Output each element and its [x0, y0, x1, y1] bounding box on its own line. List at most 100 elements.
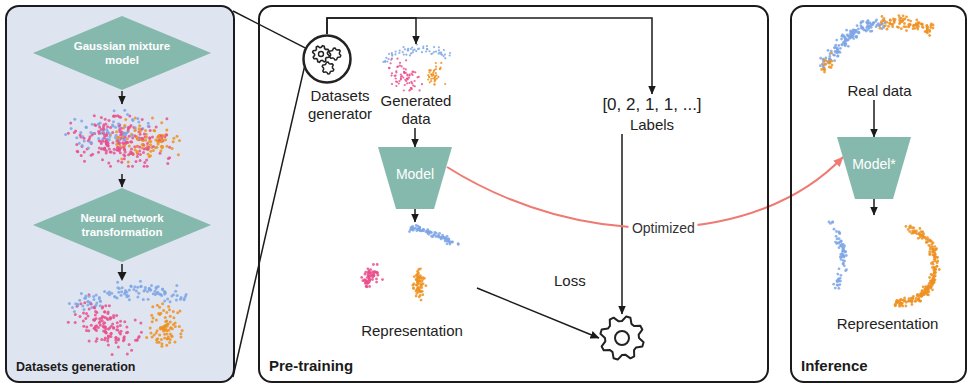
scatter-dot [931, 251, 934, 254]
scatter-dot [67, 132, 70, 135]
scatter-dot [433, 233, 436, 236]
scatter-dot [134, 126, 137, 129]
scatter-dot [136, 117, 139, 120]
scatter-dot [147, 125, 150, 128]
scatter-dot [395, 77, 397, 79]
scatter-dot [162, 134, 165, 137]
scatter-dot [911, 298, 914, 301]
scatter-dot [372, 263, 375, 266]
scatter-dot [825, 57, 828, 60]
scatter-dot [409, 74, 411, 76]
figure-node: Real data [817, 10, 942, 100]
scatter-dot [169, 300, 172, 303]
scatter-dot [98, 317, 101, 320]
scatter-dot [845, 29, 848, 32]
gear [329, 48, 341, 60]
scatter-dot [889, 19, 892, 22]
scatter-dot [137, 292, 140, 295]
scatter-dot [184, 295, 187, 298]
scatter-dot [123, 124, 126, 127]
scatter-dot [909, 23, 912, 26]
scatter-dot [90, 141, 93, 144]
scatter-dot [401, 75, 403, 77]
connector [233, 11, 306, 48]
scatter-dot [102, 125, 105, 128]
scatter-dot [835, 230, 838, 233]
scatter-dot [155, 331, 158, 334]
scatter-dot [903, 22, 906, 25]
scatter-dot [131, 137, 134, 140]
scatter-dot [840, 38, 843, 41]
scatter-dot [99, 121, 102, 124]
scatter-dot [833, 228, 836, 231]
scatter-dot [96, 337, 99, 340]
scatter-dot [157, 312, 160, 315]
scatter-dot [138, 127, 141, 130]
scatter-dot [425, 50, 427, 52]
scatter-dot [160, 145, 163, 148]
scatter-dot [124, 291, 127, 294]
scatter-dot [413, 275, 416, 278]
scatter-dot [101, 305, 104, 308]
scatter-dot [418, 226, 421, 229]
scatter-dot [930, 23, 933, 26]
scatter-dot [117, 337, 120, 340]
scatter-dot [414, 85, 416, 87]
scatter-dot [391, 55, 393, 57]
panel-heading-wrap: Inference [801, 357, 868, 374]
loss-gear-icon [598, 314, 646, 362]
scatter-dot [126, 113, 129, 116]
scatter-dot [922, 293, 925, 296]
scatter-dot [408, 230, 411, 233]
scatter-dot [418, 280, 421, 283]
scatter-dot [117, 159, 120, 162]
scatter-dot [165, 319, 168, 322]
scatter-dot [870, 26, 873, 29]
flow-arrow [414, 128, 416, 147]
scatter-dot [836, 280, 839, 283]
scatter-dot [430, 235, 433, 238]
scatter-dot [922, 26, 925, 29]
scatter-dot [915, 297, 918, 300]
diamond-shape [32, 15, 212, 91]
scatter-dot [408, 77, 410, 79]
scatter-dot [365, 285, 368, 288]
scatter-dot [857, 32, 860, 35]
scatter-dot [417, 272, 420, 275]
scatter-dot [409, 89, 411, 91]
scatter-dot [412, 227, 415, 230]
scatter-dot [113, 109, 116, 112]
scatter-dot [361, 279, 364, 282]
scatter-dot [428, 71, 430, 73]
scatter-dot [146, 142, 149, 145]
loss-caption-wrap: Loss [554, 272, 586, 290]
scatter-dot [132, 119, 135, 122]
scatter-dot [99, 140, 102, 143]
scatter-dot [111, 353, 114, 356]
scatter-dot [884, 24, 887, 27]
scatter-dot [438, 53, 440, 55]
scatter-dot [931, 266, 934, 269]
scatter-dot [84, 297, 87, 300]
scatter-dot [100, 338, 103, 341]
scatter-dot [390, 62, 392, 64]
scatter-dot [136, 138, 139, 141]
scatter-dot [148, 288, 151, 291]
scatter-dot [835, 235, 838, 238]
scatter-dot [907, 228, 910, 231]
scatter-dot [95, 302, 98, 305]
scatter-dot [382, 61, 384, 63]
scatter-dot [928, 29, 931, 32]
connector [874, 100, 875, 137]
scatter-dot [410, 81, 412, 83]
scatter-dot [94, 310, 97, 313]
scatter-dot [822, 65, 825, 68]
scatter-dot [415, 224, 418, 227]
scatter-dot [83, 297, 86, 300]
scatter-dot [908, 300, 911, 303]
scatter-dot [129, 285, 132, 288]
diamond-fill [33, 16, 211, 90]
scatter-dot [116, 139, 119, 142]
flow-arrow [233, 11, 306, 48]
scatter-dot [366, 285, 369, 288]
